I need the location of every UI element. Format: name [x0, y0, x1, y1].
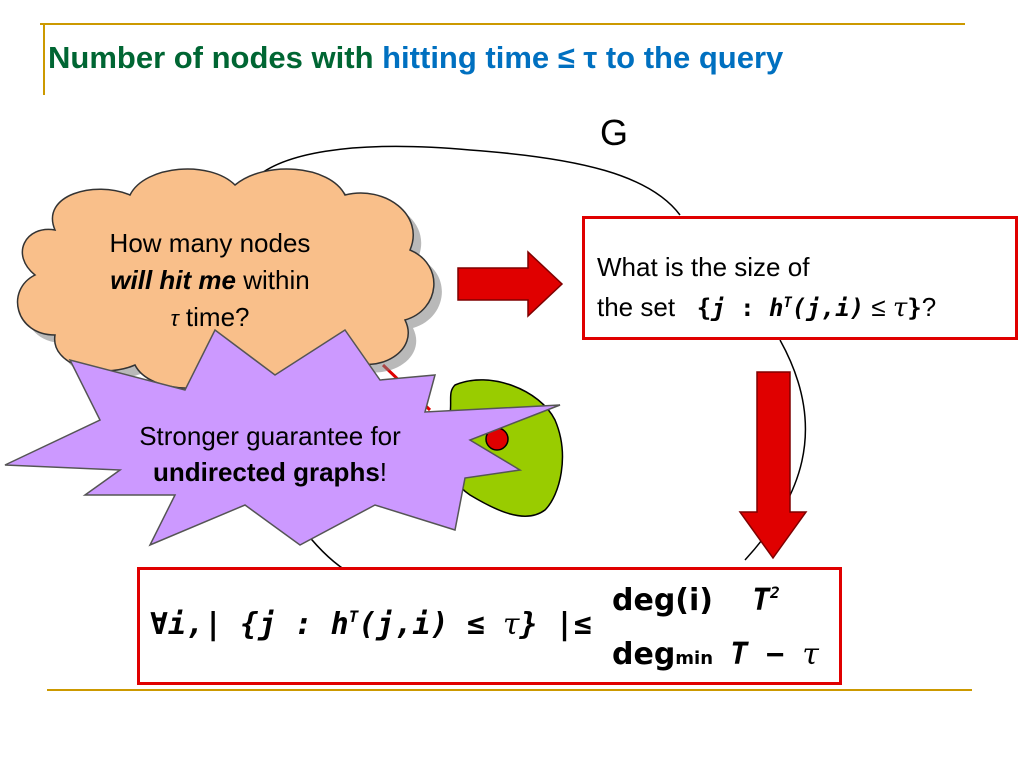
formula-lhs: ∀i,| {j : hT(j,i) ≤ τ} |≤: [150, 607, 592, 642]
formula-lhs-sup: T: [348, 607, 359, 626]
formula-numerator-1: deg(i): [612, 583, 713, 618]
title-part-1: Number of nodes with: [48, 40, 383, 75]
cloud-emphasis: will hit me: [110, 265, 236, 295]
set-var-j: j: [711, 294, 726, 322]
burst-line-1: Stronger guarantee for: [139, 421, 401, 451]
deg-min-sub: min: [675, 648, 714, 669]
set-var-h: h: [769, 294, 784, 322]
t-squared: T: [752, 583, 771, 618]
question-box: What is the size of the set {j : hT(j,i)…: [582, 216, 1018, 340]
set-close-brace: }: [907, 294, 922, 322]
set-args: (j,i): [791, 294, 865, 322]
set-expression: {j : hT(j,i): [697, 294, 864, 322]
cloud-line-2: will hit me within: [60, 262, 360, 299]
burst-line-2-rest: !: [379, 457, 388, 487]
cloud-tau: τ: [170, 306, 179, 331]
t-squared-sup: 2: [770, 583, 780, 602]
formula-denominator-2: T − τ: [730, 637, 819, 672]
question-line-2: the set {j : hT(j,i) ≤ τ}?: [597, 285, 936, 326]
right-arrow: [457, 250, 564, 318]
thought-cloud: [16, 168, 435, 389]
question-prefix: the set: [597, 292, 676, 322]
cloud-line-3-rest: time?: [178, 302, 250, 332]
formula-lhs-rest: (j,i) ≤: [358, 607, 503, 642]
title-part-2: hitting time ≤ τ to the query: [382, 40, 784, 75]
question-text: What is the size of the set {j : hT(j,i)…: [597, 249, 936, 326]
t-minus: T −: [730, 637, 803, 672]
set-le: ≤: [864, 292, 893, 322]
formula-lhs-main: ∀i,| {j : h: [150, 607, 349, 642]
formula-box: [137, 567, 842, 685]
set-open-brace: {: [696, 294, 712, 322]
set-tau: τ: [892, 293, 908, 323]
set-sup-t: T: [783, 295, 792, 311]
explosion-burst: [4, 328, 561, 547]
formula-denominator-1: degmin: [612, 637, 713, 672]
burst-text: Stronger guarantee for undirected graphs…: [60, 418, 480, 490]
question-line-1: What is the size of: [597, 252, 810, 282]
set-colon: :: [725, 294, 769, 322]
formula-numerator-2: T2: [752, 583, 780, 618]
cloud-line-1: How many nodes: [109, 228, 311, 258]
t-minus-tau: τ: [802, 637, 819, 672]
formula-lhs-close: } |≤: [519, 607, 592, 642]
down-arrow: [738, 371, 808, 560]
deg-min: deg: [612, 637, 676, 672]
formula-lhs-tau: τ: [502, 607, 520, 642]
graph-label: G: [600, 112, 629, 153]
burst-emphasis: undirected graphs: [152, 457, 380, 487]
deg-i: deg(i): [612, 583, 714, 618]
cloud-line-3: τ time?: [60, 299, 360, 337]
cloud-line-2-rest: within: [235, 265, 310, 295]
question-mark: ?: [921, 292, 937, 322]
slide-title: Number of nodes with hitting time ≤ τ to…: [48, 40, 783, 76]
cloud-text: How many nodes will hit me within τ time…: [60, 225, 360, 337]
burst-line-2: undirected graphs!: [60, 454, 480, 490]
